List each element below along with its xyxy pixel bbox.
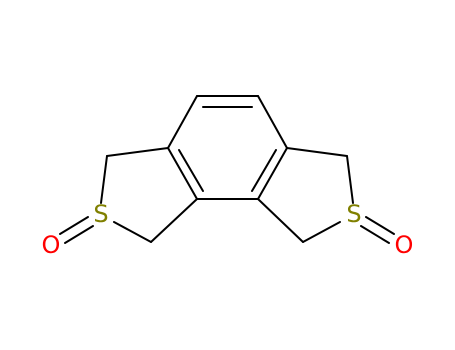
bond-right-s-ch2 — [302, 221, 341, 243]
bond-left-so-a — [59, 216, 89, 235]
bond-left-ch2-bottom — [150, 198, 198, 243]
skeleton-bonds — [59, 95, 395, 244]
bond-right-so-a — [365, 216, 395, 235]
bond-ring-left-inner — [178, 149, 204, 192]
atom-o-left: O — [42, 231, 61, 259]
bond-ring-upper-left — [167, 95, 198, 149]
bond-left-so-b — [64, 225, 94, 244]
bond-right-ch2-bottom — [257, 198, 304, 243]
atom-s-right: S — [346, 200, 361, 228]
bond-left-s-ch2 — [113, 221, 152, 243]
bond-left-ch2-top — [106, 147, 169, 157]
bond-right-so-b — [360, 225, 390, 244]
atom-o-right: O — [395, 231, 414, 259]
bond-ring-left — [167, 147, 198, 200]
bond-ring-right — [257, 147, 288, 200]
atom-labels: S S O O — [42, 200, 414, 259]
bond-ring-right-inner — [251, 149, 277, 192]
bond-right-ch2-top — [286, 147, 348, 157]
bond-left-ch2-s — [100, 155, 108, 204]
bond-right-ch2-s — [346, 155, 354, 204]
bond-ring-upper-right — [257, 95, 288, 149]
atom-s-left: S — [93, 200, 108, 228]
